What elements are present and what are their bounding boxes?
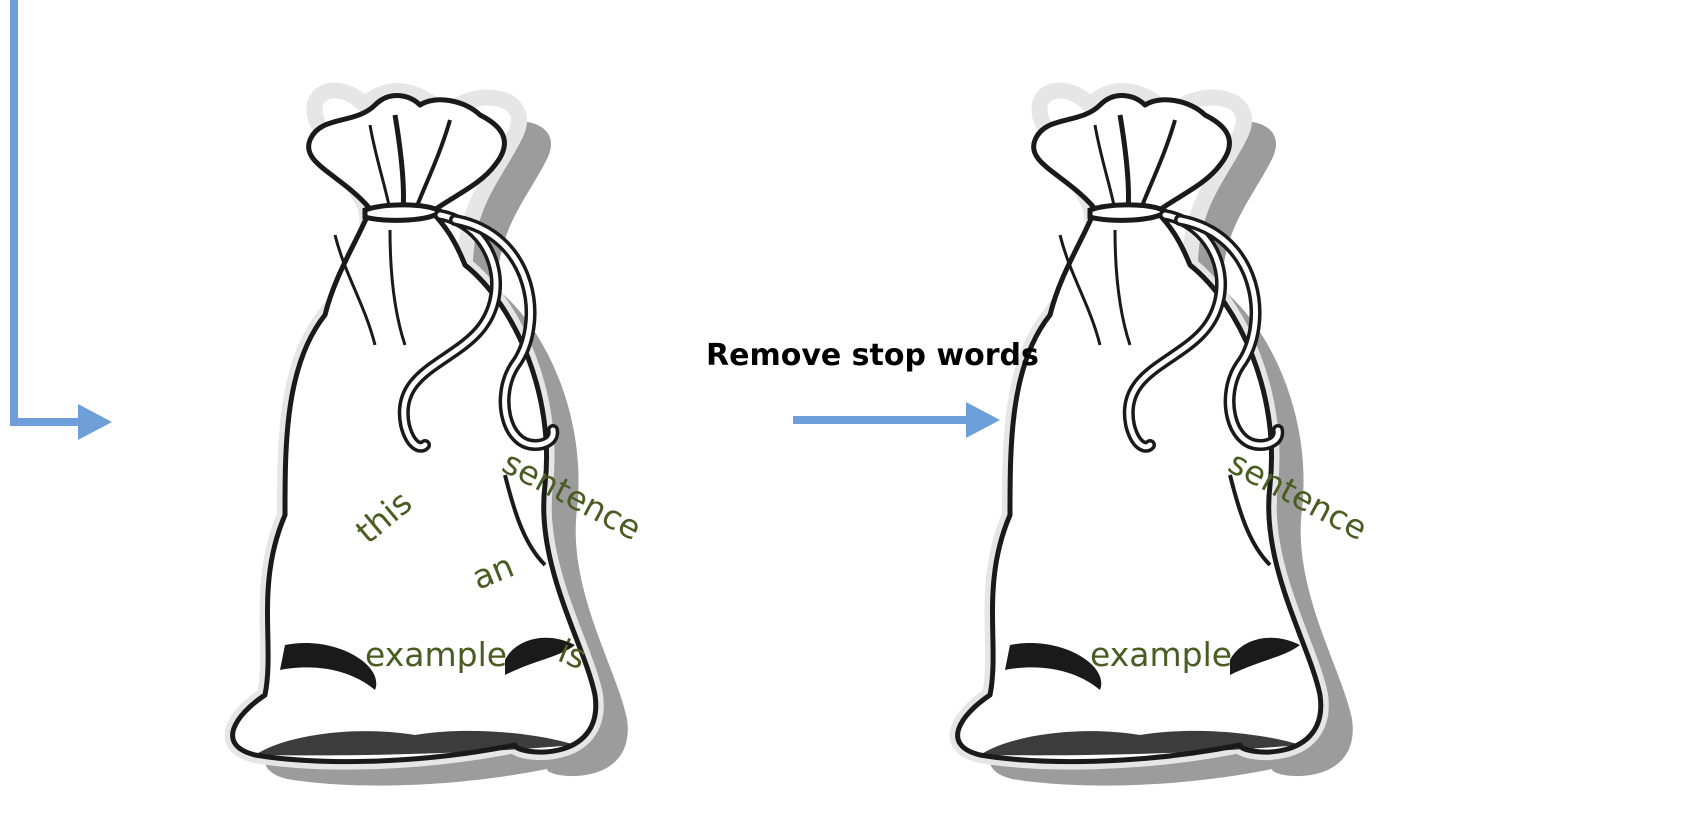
word-example: example xyxy=(1090,635,1232,674)
word-example: example xyxy=(365,635,507,674)
bag-after xyxy=(958,91,1353,786)
input-arrow xyxy=(14,0,112,440)
bag-before xyxy=(233,91,628,786)
transform-arrow xyxy=(793,402,1000,438)
step-label: Remove stop words xyxy=(706,338,1039,373)
